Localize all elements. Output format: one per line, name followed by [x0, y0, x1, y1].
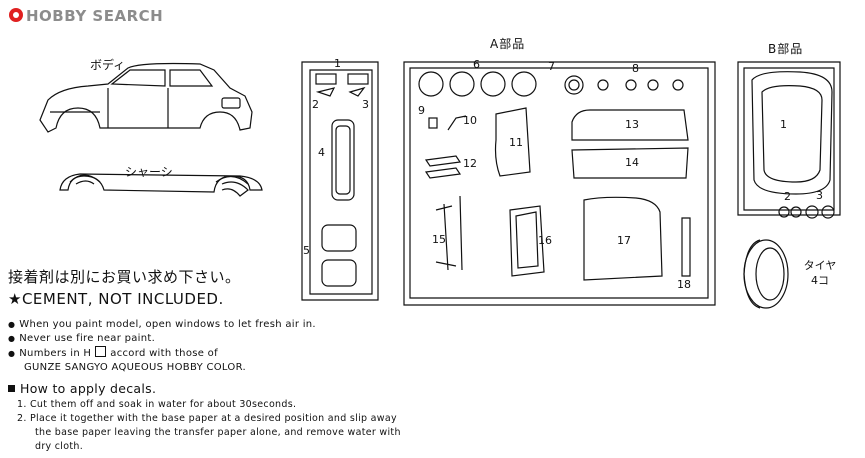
part-number: 6	[473, 58, 480, 71]
part-number: 2	[312, 98, 319, 111]
tire-label-qty: 4コ	[811, 274, 829, 287]
part-number: 12	[463, 157, 477, 170]
bullet-icon: ●	[8, 320, 16, 329]
part-number: 13	[625, 118, 639, 131]
part-number: 18	[677, 278, 691, 291]
logo: HOBBY SEARCH	[8, 7, 168, 27]
part-number: 8	[632, 62, 639, 75]
part-number: 15	[432, 233, 446, 246]
logo-text: HOBBY SEARCH	[26, 7, 164, 25]
part-number: 2	[784, 190, 791, 203]
part-number: 3	[816, 189, 823, 202]
sprue-a	[403, 61, 716, 306]
tire-drawing	[743, 239, 789, 309]
tire-label-name: タイヤ	[803, 259, 837, 272]
color-box-icon	[95, 346, 107, 357]
sprue-b-title: B部品	[768, 42, 804, 56]
step-item: dry cloth.	[35, 441, 84, 452]
part-number: 11	[509, 136, 523, 149]
part-number: 3	[362, 98, 369, 111]
step-item: 1. Cut them off and soak in water for ab…	[17, 399, 297, 410]
logo-badge-icon	[9, 8, 23, 22]
sprue-b	[737, 61, 841, 219]
part-number: 16	[538, 234, 552, 247]
step-item: 2. Place it together with the base paper…	[17, 413, 397, 424]
part-number: 14	[625, 156, 639, 169]
square-bullet-icon	[8, 385, 15, 392]
sprue-left	[301, 61, 379, 301]
howto-steps: 1. Cut them off and soak in water for ab…	[17, 398, 447, 454]
howto-title: How to apply decals.	[8, 381, 156, 396]
cement-notice-en: ★CEMENT, NOT INCLUDED.	[8, 290, 224, 308]
note-item: ●When you paint model, open windows to l…	[8, 319, 316, 330]
chassis-drawing	[59, 173, 263, 197]
part-number: 1	[334, 57, 341, 70]
note-list: ●When you paint model, open windows to l…	[8, 318, 428, 375]
part-number: 9	[418, 104, 425, 117]
part-number: 4	[318, 146, 325, 159]
part-number: 10	[463, 114, 477, 127]
part-number: 17	[617, 234, 631, 247]
note-item: ●Never use fire near paint.	[8, 333, 156, 344]
body-label: ボディ	[90, 58, 126, 72]
bullet-icon: ●	[8, 334, 16, 343]
part-number: 1	[780, 118, 787, 131]
part-number: 7	[548, 60, 555, 73]
part-number: 5	[303, 244, 310, 257]
cement-notice-jp: 接着剤は別にお買い求め下さい。	[8, 268, 241, 286]
step-item: the base paper leaving the transfer pape…	[35, 427, 401, 438]
note-item: GUNZE SANGYO AQUEOUS HOBBY COLOR.	[24, 362, 246, 373]
tire-label: タイヤ 4コ	[800, 258, 840, 288]
car-body-drawing	[39, 62, 253, 133]
bullet-icon: ●	[8, 349, 16, 358]
chassis-label: シャーシ	[125, 165, 173, 179]
sprue-a-title: A部品	[490, 37, 526, 51]
